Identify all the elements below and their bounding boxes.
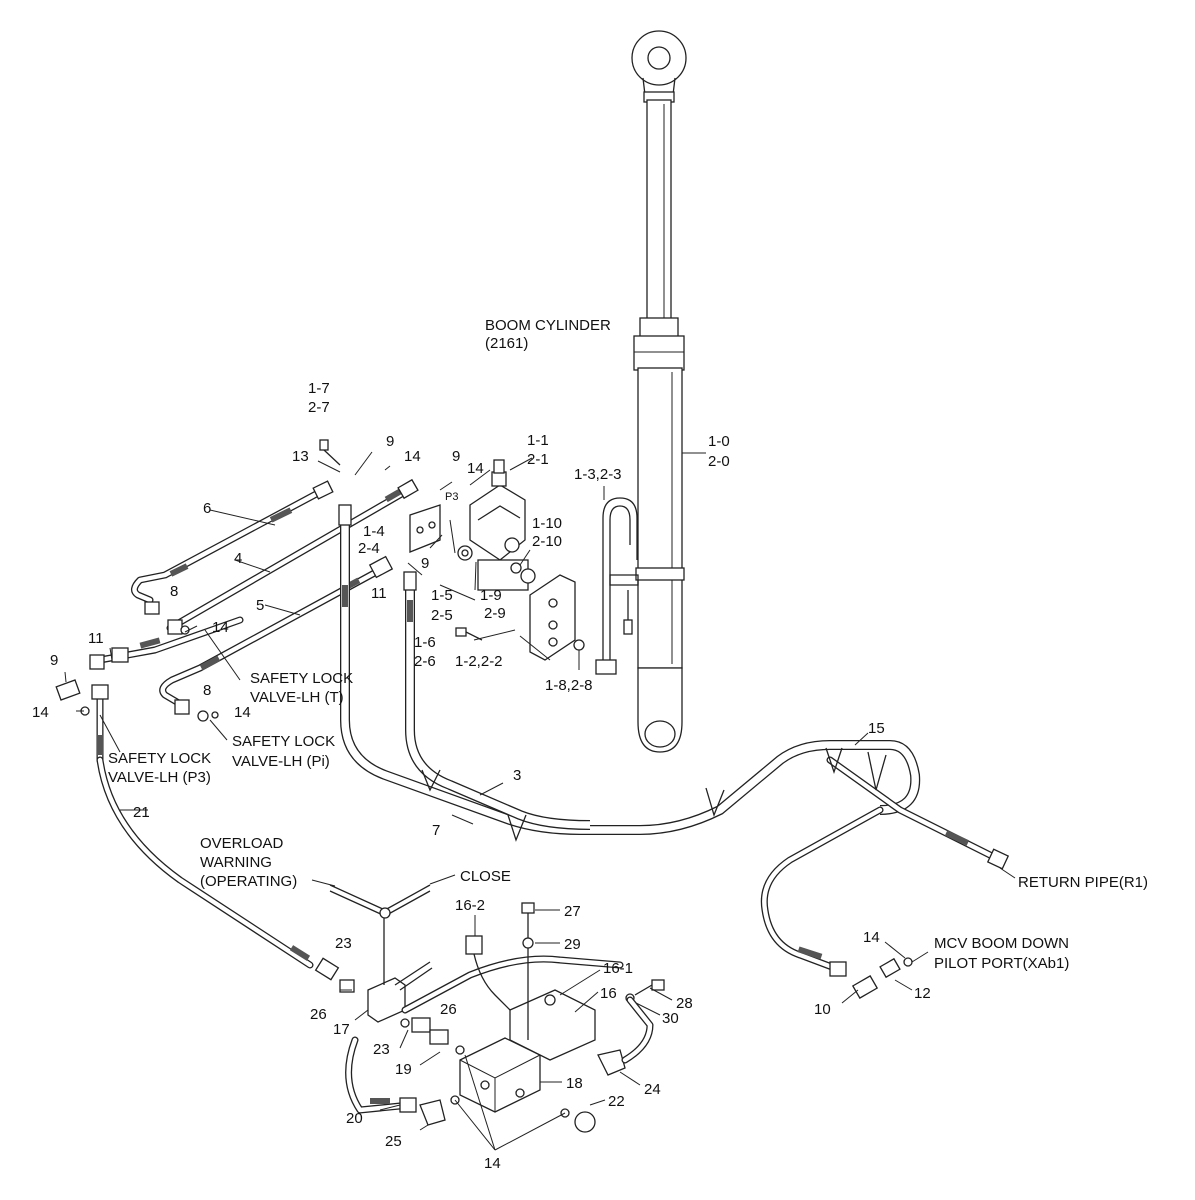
label-return-pipe: RETURN PIPE(R1) [1018, 874, 1148, 891]
label-11a: 11 [371, 585, 387, 602]
label-2-0: 2-0 [708, 453, 730, 470]
main-hoses-3-7-15 [338, 504, 1010, 999]
label-29: 29 [564, 936, 581, 953]
label-mcv-2: PILOT PORT(XAb1) [934, 955, 1069, 972]
label-boom-cylinder: BOOM CYLINDER [485, 317, 611, 334]
label-14f: 14 [863, 929, 880, 946]
hoses-upper [55, 478, 419, 764]
label-24: 24 [644, 1081, 661, 1098]
callout-labels: BOOM CYLINDER (2161) 1-7 2-7 13 9 14 9 1… [32, 317, 1148, 1172]
label-19: 19 [395, 1061, 412, 1078]
label-12: 12 [914, 985, 931, 1002]
label-14d: 14 [32, 704, 49, 721]
label-safety-lock-t-2: VALVE-LH (T) [250, 689, 344, 706]
label-11b: 11 [88, 630, 104, 647]
label-2-5: 2-5 [431, 607, 453, 624]
label-23b: 23 [373, 1041, 390, 1058]
label-9c: 9 [421, 555, 429, 572]
label-4: 4 [234, 550, 242, 567]
label-15: 15 [868, 720, 885, 737]
label-17: 17 [333, 1021, 350, 1038]
label-25: 25 [385, 1133, 402, 1150]
label-safety-lock-pi-1: SAFETY LOCK [232, 733, 335, 750]
boom-cylinder [595, 30, 687, 753]
label-27: 27 [564, 903, 581, 920]
label-1-0: 1-0 [708, 433, 730, 450]
label-safety-lock-pi-2: VALVE-LH (Pi) [232, 753, 330, 770]
label-9a: 9 [386, 433, 394, 450]
label-boom-cylinder-no: (2161) [485, 335, 528, 352]
label-14b: 14 [467, 460, 484, 477]
label-26b: 26 [440, 1001, 457, 1018]
label-22: 22 [608, 1093, 625, 1110]
label-1-7: 1-7 [308, 380, 330, 397]
label-safety-lock-p3-2: VALVE-LH (P3) [108, 769, 211, 786]
label-2-1: 2-1 [527, 451, 549, 468]
label-safety-lock-p3-1: SAFETY LOCK [108, 750, 211, 767]
label-28: 28 [676, 995, 693, 1012]
label-p3: P3 [445, 491, 458, 503]
label-1-8: 1-8,2-8 [545, 677, 593, 694]
label-1-2: 1-2,2-2 [455, 653, 503, 670]
label-overload-3: (OPERATING) [200, 873, 297, 890]
label-16-2: 16-2 [455, 897, 485, 914]
label-2-10: 2-10 [532, 533, 562, 550]
label-30: 30 [662, 1010, 679, 1027]
label-16-1: 16-1 [603, 960, 633, 977]
label-1-3: 1-3,2-3 [574, 466, 622, 483]
label-close: CLOSE [460, 868, 511, 885]
label-1-5: 1-5 [431, 587, 453, 604]
label-1-6: 1-6 [414, 634, 436, 651]
label-overload-1: OVERLOAD [200, 835, 284, 852]
label-2-7: 2-7 [308, 399, 330, 416]
label-20: 20 [346, 1110, 363, 1127]
label-1-4: 1-4 [363, 523, 385, 540]
label-8a: 8 [170, 583, 178, 600]
label-6: 6 [203, 500, 211, 517]
label-8b: 8 [203, 682, 211, 699]
label-21: 21 [133, 804, 150, 821]
label-14g: 14 [484, 1155, 501, 1172]
label-10: 10 [814, 1001, 831, 1018]
label-5: 5 [256, 597, 264, 614]
label-16: 16 [600, 985, 617, 1002]
label-2-6: 2-6 [414, 653, 436, 670]
label-1-1: 1-1 [527, 432, 549, 449]
leader-lines [64, 451, 1016, 1151]
safety-valve-assembly [319, 439, 585, 661]
label-mcv-1: MCV BOOM DOWN [934, 935, 1069, 952]
label-26a: 26 [310, 1006, 327, 1023]
label-9d: 9 [50, 652, 58, 669]
label-7: 7 [432, 822, 440, 839]
label-safety-lock-t-1: SAFETY LOCK [250, 670, 353, 687]
label-1-9: 1-9 [480, 587, 502, 604]
label-3: 3 [513, 767, 521, 784]
label-18: 18 [566, 1075, 583, 1092]
label-14c: 14 [212, 619, 229, 636]
label-2-9: 2-9 [484, 605, 506, 622]
label-9b: 9 [452, 448, 460, 465]
label-14a: 14 [404, 448, 421, 465]
lower-assembly [96, 756, 665, 1133]
label-1-10: 1-10 [532, 515, 562, 532]
label-2-4: 2-4 [358, 540, 380, 557]
label-13: 13 [292, 448, 309, 465]
label-23a: 23 [335, 935, 352, 952]
label-14e: 14 [234, 704, 251, 721]
label-overload-2: WARNING [200, 854, 272, 871]
